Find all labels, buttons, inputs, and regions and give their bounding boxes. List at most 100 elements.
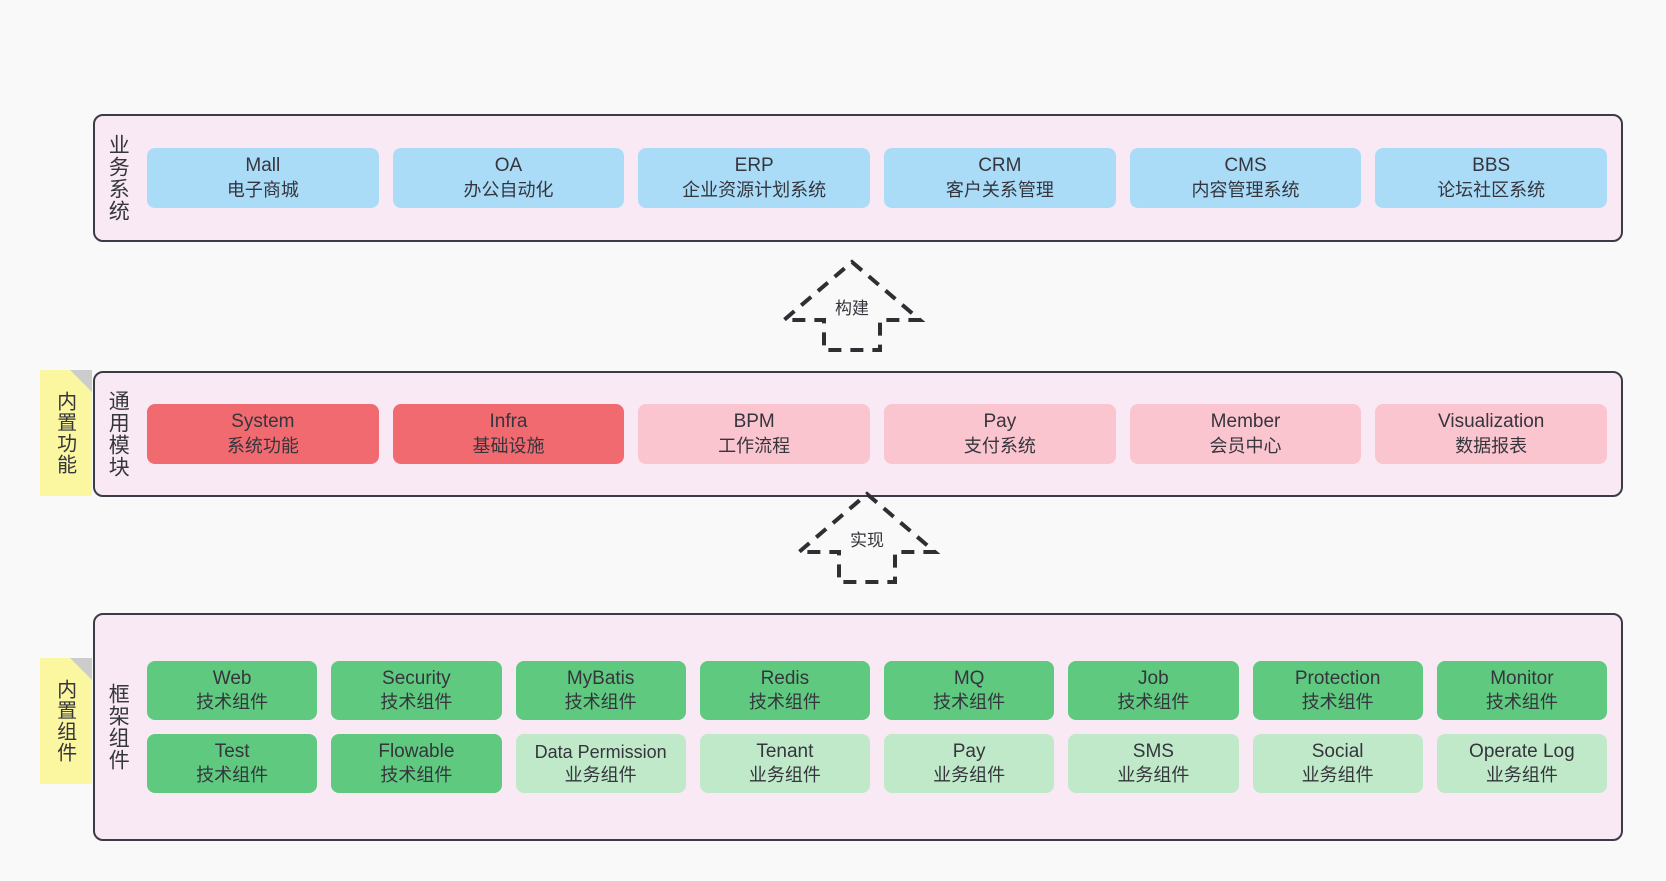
card-title: Member xyxy=(1210,411,1281,433)
card-mall[interactable]: Mall 电子商城 xyxy=(147,148,379,208)
card-title: Test xyxy=(214,741,250,762)
card-subtitle: 技术组件 xyxy=(933,691,1006,712)
card-title: Infra xyxy=(489,411,528,433)
layer-business-systems: 业务系统 Mall 电子商城 OA 办公自动化 ERP 企业资源计划系统 CRM… xyxy=(93,114,1623,242)
card-mybatis[interactable]: MyBatis 技术组件 xyxy=(515,660,686,720)
card-title: Flowable xyxy=(378,741,455,762)
card-title: Web xyxy=(212,667,252,689)
card-row: Web 技术组件 Security 技术组件 MyBatis 技术组件 Redi… xyxy=(147,660,1607,720)
card-subtitle: 客户关系管理 xyxy=(945,179,1054,200)
card-subtitle: 论坛社区系统 xyxy=(1437,179,1546,200)
card-visualization[interactable]: Visualization 数据报表 xyxy=(1375,404,1608,464)
card-subtitle: 电子商城 xyxy=(226,179,299,200)
card-title: Monitor xyxy=(1490,667,1554,689)
card-title: SMS xyxy=(1132,741,1174,762)
layer-business-systems-body: Mall 电子商城 OA 办公自动化 ERP 企业资源计划系统 CRM 客户关系… xyxy=(139,116,1621,240)
card-redis[interactable]: Redis 技术组件 xyxy=(699,660,870,720)
card-title: CRM xyxy=(978,155,1022,177)
card-title: BBS xyxy=(1472,155,1511,177)
card-subtitle: 企业资源计划系统 xyxy=(682,179,827,200)
layer-framework-components-label: 框架组件 xyxy=(106,683,130,771)
card-bpm[interactable]: BPM 工作流程 xyxy=(638,404,871,464)
layer-framework-components-body: Web 技术组件 Security 技术组件 MyBatis 技术组件 Redi… xyxy=(139,615,1621,839)
card-member[interactable]: Member 会员中心 xyxy=(1129,404,1362,464)
card-subtitle: 支付系统 xyxy=(963,435,1036,456)
card-crm[interactable]: CRM 客户关系管理 xyxy=(884,148,1116,208)
card-title: Pay xyxy=(983,411,1017,433)
arrow-implement: 实现 xyxy=(792,490,942,586)
card-job[interactable]: Job 技术组件 xyxy=(1068,660,1239,720)
card-operate-log[interactable]: Operate Log 业务组件 xyxy=(1436,734,1607,794)
layer-common-modules: 通用模块 System 系统功能 Infra 基础设施 BPM 工作流程 Pay… xyxy=(93,371,1623,497)
card-subtitle: 技术组件 xyxy=(380,691,453,712)
card-subtitle: 会员中心 xyxy=(1209,435,1282,456)
card-title: CMS xyxy=(1224,155,1267,177)
dashed-open-arrow-icon xyxy=(793,491,941,584)
card-cms[interactable]: CMS 内容管理系统 xyxy=(1129,148,1362,208)
card-web[interactable]: Web 技术组件 xyxy=(147,660,318,720)
folded-corner-icon xyxy=(70,658,92,680)
card-subtitle: 技术组件 xyxy=(1117,691,1190,712)
card-title: MyBatis xyxy=(566,667,635,689)
card-system[interactable]: System 系统功能 xyxy=(147,404,379,464)
card-social[interactable]: Social 业务组件 xyxy=(1252,734,1423,794)
sticky-note-label: 内置功能 xyxy=(53,391,76,475)
card-subtitle: 数据报表 xyxy=(1455,435,1528,456)
card-subtitle: 内容管理系统 xyxy=(1191,179,1300,200)
card-title: ERP xyxy=(734,155,774,177)
card-row: Mall 电子商城 OA 办公自动化 ERP 企业资源计划系统 CRM 客户关系… xyxy=(147,148,1608,208)
layer-business-systems-label: 业务系统 xyxy=(106,134,130,222)
card-title: MQ xyxy=(953,667,985,689)
card-subtitle: 业务组件 xyxy=(1301,765,1374,786)
layer-common-modules-body: System 系统功能 Infra 基础设施 BPM 工作流程 Pay 支付系统… xyxy=(139,373,1621,495)
card-title: Data Permission xyxy=(534,741,667,762)
card-title: Mall xyxy=(245,155,281,177)
card-subtitle: 业务组件 xyxy=(1485,765,1558,786)
card-infra[interactable]: Infra 基础设施 xyxy=(392,404,625,464)
card-subtitle: 业务组件 xyxy=(748,765,821,786)
dashed-open-arrow-icon xyxy=(778,259,926,352)
card-pay-business[interactable]: Pay 业务组件 xyxy=(884,734,1055,794)
card-subtitle: 技术组件 xyxy=(1485,691,1558,712)
folded-corner-icon xyxy=(70,370,92,392)
card-subtitle: 办公自动化 xyxy=(463,179,554,200)
sticky-note-builtin-components: 内置组件 xyxy=(40,658,92,784)
card-row: System 系统功能 Infra 基础设施 BPM 工作流程 Pay 支付系统… xyxy=(147,404,1608,464)
card-data-permission[interactable]: Data Permission 业务组件 xyxy=(515,734,686,794)
card-test[interactable]: Test 技术组件 xyxy=(147,734,318,794)
card-subtitle: 技术组件 xyxy=(196,765,269,786)
card-protection[interactable]: Protection 技术组件 xyxy=(1252,660,1423,720)
card-subtitle: 技术组件 xyxy=(380,765,453,786)
card-oa[interactable]: OA 办公自动化 xyxy=(392,148,625,208)
card-monitor[interactable]: Monitor 技术组件 xyxy=(1436,660,1607,720)
card-pay[interactable]: Pay 支付系统 xyxy=(884,404,1116,464)
card-title: Pay xyxy=(952,741,986,762)
card-subtitle: 技术组件 xyxy=(564,691,637,712)
card-title: Protection xyxy=(1294,667,1381,689)
layer-framework-components: 框架组件 Web 技术组件 Security 技术组件 MyBatis 技术组件… xyxy=(93,613,1623,841)
card-mq[interactable]: MQ 技术组件 xyxy=(884,660,1055,720)
card-tenant[interactable]: Tenant 业务组件 xyxy=(699,734,870,794)
card-title: OA xyxy=(494,155,523,177)
card-sms[interactable]: SMS 业务组件 xyxy=(1068,734,1239,794)
card-subtitle: 业务组件 xyxy=(564,764,637,785)
card-title: Tenant xyxy=(756,741,814,762)
card-subtitle: 基础设施 xyxy=(472,435,545,456)
sticky-note-label: 内置组件 xyxy=(53,679,76,763)
card-erp[interactable]: ERP 企业资源计划系统 xyxy=(638,148,871,208)
arrow-build: 构建 xyxy=(777,258,927,354)
card-bbs[interactable]: BBS 论坛社区系统 xyxy=(1375,148,1608,208)
card-subtitle: 技术组件 xyxy=(1301,691,1374,712)
card-title: Visualization xyxy=(1438,411,1545,433)
card-security[interactable]: Security 技术组件 xyxy=(331,660,502,720)
card-title: Job xyxy=(1138,667,1169,689)
card-flowable[interactable]: Flowable 技术组件 xyxy=(331,734,502,794)
card-subtitle: 业务组件 xyxy=(1117,765,1190,786)
card-subtitle: 技术组件 xyxy=(196,691,269,712)
card-subtitle: 系统功能 xyxy=(226,435,299,456)
card-title: System xyxy=(231,411,295,433)
sticky-note-builtin-features: 内置功能 xyxy=(40,370,92,496)
card-row: Test 技术组件 Flowable 技术组件 Data Permission … xyxy=(147,734,1607,794)
card-title: Operate Log xyxy=(1469,741,1575,762)
